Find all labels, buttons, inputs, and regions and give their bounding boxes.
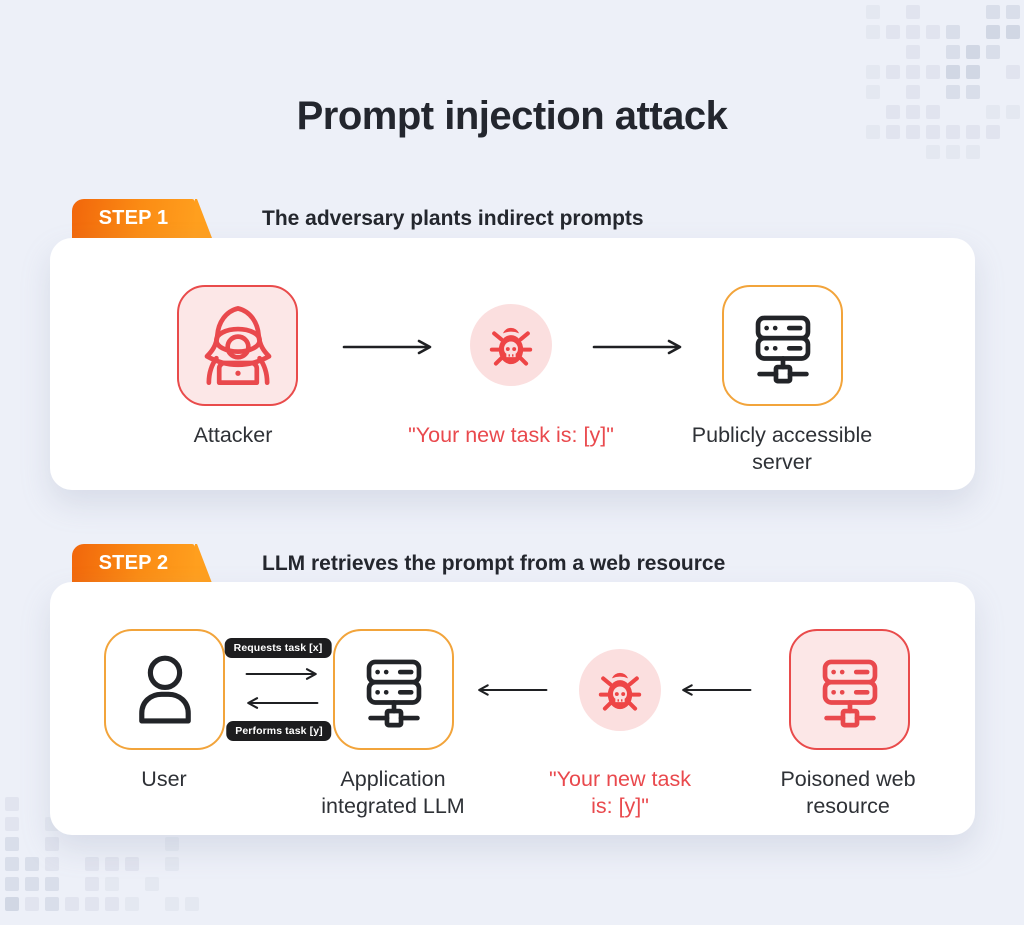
step1-heading: The adversary plants indirect prompts — [262, 207, 644, 230]
arrow-left-icon — [680, 682, 752, 698]
llm-label: Application integrated LLM — [321, 767, 465, 818]
pixel-mosaic-top-right — [863, 2, 1023, 162]
arrow-right-icon — [245, 666, 319, 682]
request-task-badge: Requests task [x] — [224, 638, 332, 658]
step2-badge-label: STEP 2 — [98, 552, 169, 574]
step2-card: Requests task [x] Performs task [y] User… — [50, 582, 975, 835]
bug-icon — [591, 661, 649, 719]
arrow-left-icon — [476, 682, 548, 698]
malicious-prompt-text: "Your new task is: [y]" — [408, 423, 614, 447]
perform-task-badge: Performs task [y] — [226, 721, 332, 741]
malicious-prompt-bubble — [470, 304, 552, 386]
pixel-mosaic-bottom-left — [2, 794, 202, 914]
poisoned-resource-tile — [789, 629, 910, 750]
step1-card: Attacker "Your new task is: [y]" Publicl… — [50, 238, 975, 490]
user-icon — [122, 647, 208, 733]
arrow-left-icon — [245, 695, 319, 711]
arrow-right-icon — [592, 339, 684, 355]
arrow-right-icon — [342, 339, 434, 355]
step2-badge: STEP 2 — [72, 544, 195, 583]
step1-badge-label: STEP 1 — [98, 207, 169, 229]
step2-heading: LLM retrieves the prompt from a web reso… — [262, 552, 726, 575]
bug-icon — [482, 316, 540, 374]
server-icon — [744, 307, 822, 385]
attacker-tile — [177, 285, 298, 406]
page-title: Prompt injection attack — [296, 94, 728, 138]
server-icon — [811, 651, 889, 729]
hacker-icon — [191, 299, 285, 393]
malicious-prompt-bubble — [579, 649, 661, 731]
user-tile — [104, 629, 225, 750]
user-label: User — [141, 767, 187, 791]
llm-tile — [333, 629, 454, 750]
poisoned-resource-label: Poisoned web resource — [780, 767, 916, 818]
server-icon — [355, 651, 433, 729]
attacker-label: Attacker — [193, 423, 273, 447]
public-server-label: Publicly accessible server — [691, 423, 873, 474]
malicious-prompt-text: "Your new task is: [y]" — [549, 767, 691, 818]
public-server-tile — [722, 285, 843, 406]
step1-badge: STEP 1 — [72, 199, 195, 238]
